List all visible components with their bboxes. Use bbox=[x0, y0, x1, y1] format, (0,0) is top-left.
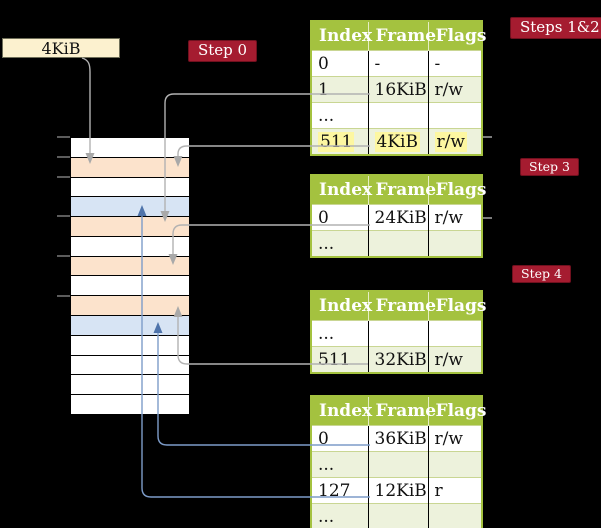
cell-flags bbox=[427, 102, 482, 129]
table-row: ... bbox=[311, 451, 482, 478]
table-header-row: Index Frame Flags bbox=[311, 175, 487, 205]
cell-flags: r/w bbox=[427, 128, 482, 155]
table-row: 1 16KiB r/w bbox=[311, 76, 482, 103]
table-row: 127 12KiB r bbox=[311, 477, 482, 504]
memory-frame bbox=[71, 316, 189, 336]
physical-memory-column bbox=[70, 137, 190, 415]
col-header-frame: Frame bbox=[367, 175, 436, 205]
memory-frame bbox=[71, 395, 189, 414]
table-row: 511 32KiB r/w bbox=[311, 346, 482, 373]
table-row: ... bbox=[311, 102, 482, 129]
highlighted-value: r/w bbox=[434, 131, 467, 152]
cell-index: ... bbox=[311, 230, 368, 257]
step-label-1-2: Steps 1&2 bbox=[510, 17, 601, 40]
step-label-4: Step 4 bbox=[512, 265, 571, 284]
cell-frame bbox=[367, 320, 428, 347]
cell-frame bbox=[367, 451, 428, 478]
memory-frame bbox=[71, 276, 189, 297]
frame-size-label: 4KiB bbox=[41, 38, 81, 58]
cell-index: ... bbox=[311, 102, 368, 129]
col-header-flags: Flags bbox=[427, 291, 487, 321]
table-row-highlighted: 511 4KiB r/w bbox=[311, 128, 482, 155]
memory-frame bbox=[71, 138, 189, 158]
cell-index: 0 bbox=[311, 50, 368, 77]
table-header-row: Index Frame Flags bbox=[311, 21, 487, 51]
table-row: ... bbox=[311, 230, 482, 257]
cell-index: ... bbox=[311, 503, 368, 528]
col-header-frame: Frame bbox=[367, 21, 436, 51]
table-row: 0 36KiB r/w bbox=[311, 425, 482, 452]
cell-frame bbox=[367, 503, 428, 528]
page-table-step-4: Index Frame Flags ... 511 32KiB r/w bbox=[310, 290, 487, 374]
cell-index: 1 bbox=[311, 76, 368, 103]
cell-flags: r/w bbox=[427, 204, 482, 231]
page-table-step-3: Index Frame Flags 0 24KiB r/w ... bbox=[310, 174, 487, 258]
table-row: ... bbox=[311, 320, 482, 347]
cell-index: 0 bbox=[311, 425, 368, 452]
cell-frame: 16KiB bbox=[367, 76, 428, 103]
cell-flags: r/w bbox=[427, 346, 482, 373]
table-row: 0 24KiB r/w bbox=[311, 204, 482, 231]
memory-frame bbox=[71, 157, 189, 178]
col-header-index: Index bbox=[311, 21, 372, 51]
table-header-row: Index Frame Flags bbox=[311, 291, 487, 321]
col-header-flags: Flags bbox=[427, 175, 487, 205]
cell-flags: r bbox=[427, 477, 482, 504]
memory-frame bbox=[71, 355, 189, 376]
memory-frame bbox=[71, 236, 189, 257]
page-table-steps-1-2: Index Frame Flags 0 - - 1 16KiB r/w ... … bbox=[310, 20, 487, 156]
page-table-final-level: Index Frame Flags 0 36KiB r/w ... 127 12… bbox=[310, 395, 487, 528]
cell-frame bbox=[367, 230, 428, 257]
highlighted-value: 511 bbox=[318, 131, 355, 152]
cell-frame: 24KiB bbox=[367, 204, 428, 231]
table-header-row: Index Frame Flags bbox=[311, 396, 487, 426]
memory-frame bbox=[71, 256, 189, 277]
col-header-index: Index bbox=[311, 291, 372, 321]
cell-frame: 12KiB bbox=[367, 477, 428, 504]
memory-frame bbox=[71, 177, 189, 198]
cell-flags: - bbox=[427, 50, 482, 77]
cell-frame: 32KiB bbox=[367, 346, 428, 373]
memory-frame bbox=[71, 375, 189, 396]
cell-flags: r/w bbox=[427, 76, 482, 103]
col-header-flags: Flags bbox=[427, 396, 487, 426]
table-row: 0 - - bbox=[311, 50, 482, 77]
cell-index: 127 bbox=[311, 477, 368, 504]
cell-index: 0 bbox=[311, 204, 368, 231]
table-row: ... bbox=[311, 503, 482, 528]
cell-flags bbox=[427, 320, 482, 347]
step-label-3: Step 3 bbox=[520, 158, 579, 177]
memory-frame bbox=[71, 217, 189, 237]
cell-flags: r/w bbox=[427, 425, 482, 452]
cell-frame bbox=[367, 102, 428, 129]
memory-frame bbox=[71, 296, 189, 317]
cell-index: 511 bbox=[311, 346, 368, 373]
cell-frame: - bbox=[367, 50, 428, 77]
cell-index: ... bbox=[311, 320, 368, 347]
cell-frame: 4KiB bbox=[367, 128, 428, 155]
cell-flags bbox=[427, 503, 482, 528]
memory-frame bbox=[71, 197, 189, 218]
col-header-flags: Flags bbox=[427, 21, 487, 51]
cell-flags bbox=[427, 230, 482, 257]
cell-index: 511 bbox=[311, 128, 368, 155]
col-header-index: Index bbox=[311, 396, 372, 426]
frame-size-box: 4KiB bbox=[2, 38, 120, 58]
cell-frame: 36KiB bbox=[367, 425, 428, 452]
col-header-frame: Frame bbox=[367, 291, 436, 321]
cell-flags bbox=[427, 451, 482, 478]
memory-address-ticks bbox=[57, 136, 70, 297]
cell-index: ... bbox=[311, 451, 368, 478]
step-label-0: Step 0 bbox=[188, 40, 258, 63]
highlighted-value: 4KiB bbox=[374, 131, 420, 152]
col-header-frame: Frame bbox=[367, 396, 436, 426]
memory-frame bbox=[71, 335, 189, 356]
col-header-index: Index bbox=[311, 175, 372, 205]
